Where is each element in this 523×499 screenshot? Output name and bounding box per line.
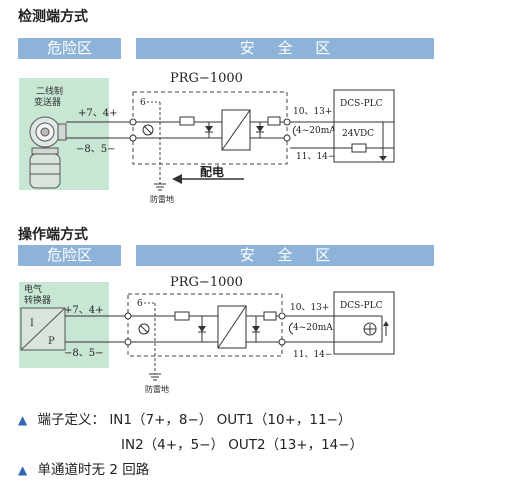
s1-dcs-resistor-icon bbox=[351, 143, 367, 153]
s1-resistor-icon bbox=[179, 116, 195, 126]
transmitter-label-line2: 变送器 bbox=[34, 96, 61, 108]
s1-isolator-box bbox=[132, 91, 288, 165]
s2-current-range: 4~20mA bbox=[293, 323, 333, 333]
note3-text: 单通道时无 2 回路 bbox=[37, 462, 150, 478]
s2-left-bottom-terminals: −8、5− bbox=[64, 348, 103, 359]
s2-ground-label: 防雷地 bbox=[145, 384, 169, 394]
s1-left-top-terminals: +7、4+ bbox=[78, 108, 117, 119]
s2-dcs-label: DCS-PLC bbox=[340, 301, 383, 311]
s1-terminal-out-bottom bbox=[283, 134, 291, 142]
s1-ground-label: 防雷地 bbox=[150, 194, 174, 204]
s1-model-label: PRG−1000 bbox=[170, 71, 243, 86]
s1-terminal-in-top bbox=[129, 118, 137, 126]
s1-supply-label: 24VDC bbox=[342, 129, 374, 139]
s1-terminal-6: 6 bbox=[140, 98, 146, 108]
s1-current-range: 4~20mA bbox=[296, 126, 336, 136]
s2-right-top-terminals: 10、13+ bbox=[290, 303, 329, 313]
section2-hazard-label: 危险区 bbox=[46, 246, 92, 264]
s1-left-bottom-terminals: −8、5− bbox=[76, 144, 115, 155]
section2-safe-band: 安 全 区 bbox=[136, 245, 434, 266]
converter-label-line1: 电气 bbox=[24, 283, 42, 295]
section2-diagram: 电气 转换器 I P +7、4+ −8、5− PRG−1000 6 防雷地 10… bbox=[19, 275, 395, 394]
section1-diagram: 二线制 变送器 +7、4+ −8、5− PRG−1000 6 防雷地 10、13… bbox=[19, 71, 395, 204]
converter-I: I bbox=[30, 318, 34, 329]
section1-safe-band: 安 全 区 bbox=[136, 38, 434, 59]
s2-isolator-box bbox=[127, 293, 283, 357]
s2-dcs-box bbox=[333, 291, 395, 355]
transmitter-label-line1: 二线制 bbox=[36, 85, 63, 97]
section2-title: 操作端方式 bbox=[18, 227, 88, 243]
converter-label-line2: 转换器 bbox=[24, 294, 51, 306]
section2-hazard-band: 危险区 bbox=[18, 245, 121, 266]
s1-terminal-in-bottom bbox=[129, 134, 137, 142]
s1-right-top-terminals: 10、13+ bbox=[293, 107, 332, 117]
note-line-2: IN2（4+，5−） OUT2（13+，14−） bbox=[121, 437, 364, 453]
note1-text: IN1（7+，8−） OUT1（10+，11−） bbox=[109, 412, 352, 428]
triangle-bullet-icon: ▲ bbox=[18, 413, 28, 427]
s1-dcs-label: DCS-PLC bbox=[340, 99, 383, 109]
s1-terminal-out-top bbox=[283, 118, 291, 126]
transmitter-icon bbox=[29, 116, 67, 189]
s2-right-bottom-terminals: 11、14− bbox=[293, 350, 332, 360]
section1-hazard-label: 危险区 bbox=[46, 39, 92, 57]
s2-terminal-6: 6 bbox=[137, 299, 143, 309]
section1-safe-label: 安 全 区 bbox=[239, 39, 331, 57]
triangle-bullet-icon: ▲ bbox=[18, 463, 28, 477]
s1-right-bottom-terminals: 11、14− bbox=[296, 152, 335, 162]
section1-title: 检测端方式 bbox=[18, 9, 88, 25]
note1-label: 端子定义： bbox=[37, 412, 106, 428]
s2-left-top-terminals: +7、4+ bbox=[64, 305, 103, 316]
converter-P: P bbox=[48, 336, 55, 347]
s1-power-label: 配电 bbox=[200, 164, 224, 179]
section1-hazard-band: 危险区 bbox=[18, 38, 121, 59]
note-line-1: ▲ 端子定义： IN1（7+，8−） OUT1（10+，11−） bbox=[18, 408, 351, 428]
section2-safe-label: 安 全 区 bbox=[239, 246, 331, 264]
s2-model-label: PRG−1000 bbox=[170, 275, 243, 290]
s2-resistor-icon bbox=[174, 311, 190, 321]
note-line-3: ▲ 单通道时无 2 回路 bbox=[18, 458, 149, 478]
